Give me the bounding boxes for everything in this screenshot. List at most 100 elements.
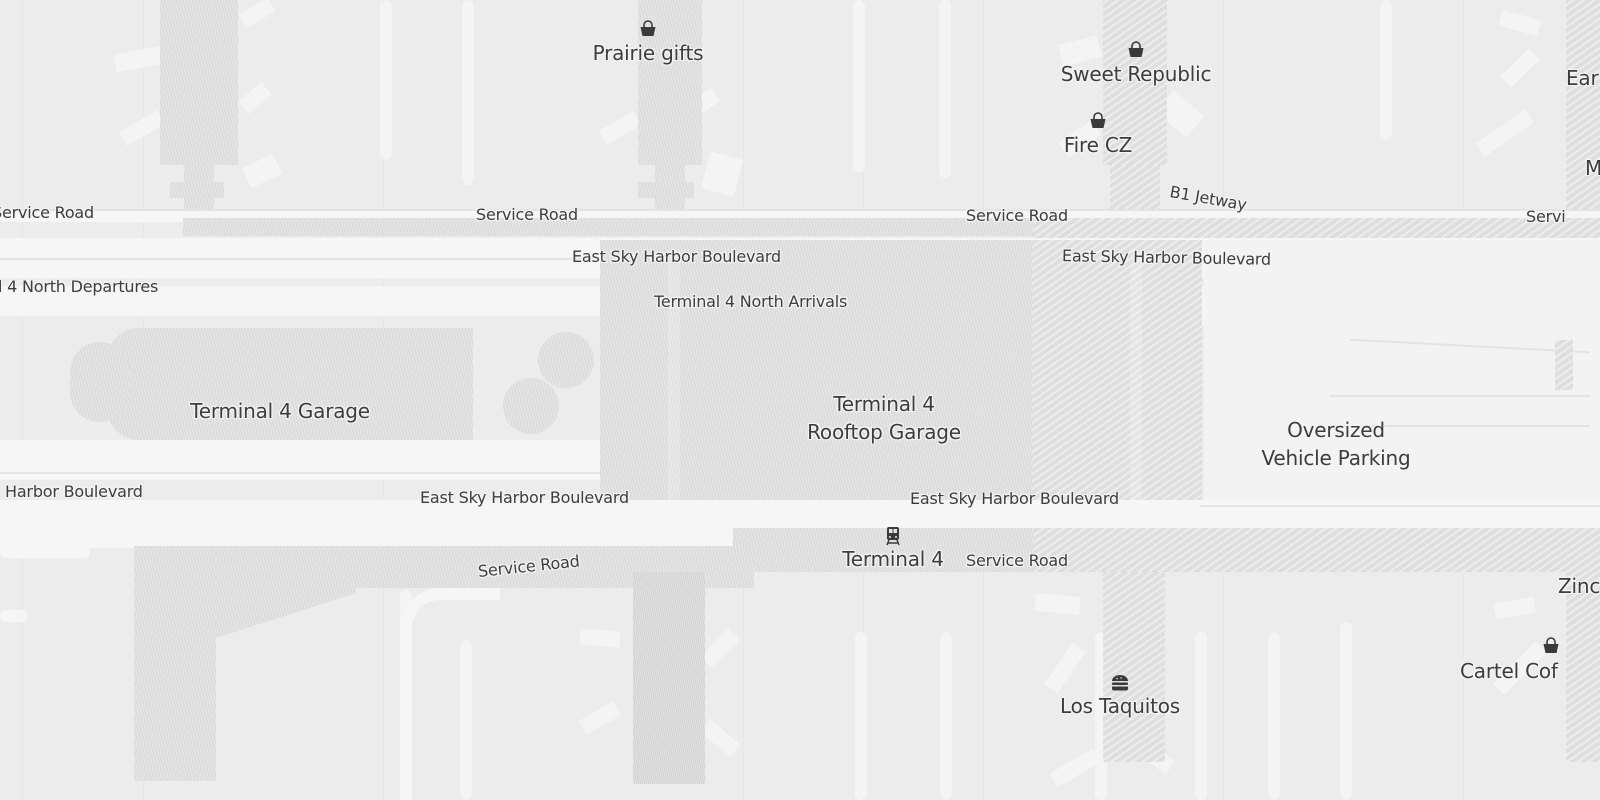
shopping-basket-icon bbox=[1543, 637, 1559, 653]
road-label-east-sky-harbor-boulevard: East Sky Harbor Boulevard bbox=[1061, 246, 1272, 269]
jetway-marker bbox=[578, 701, 622, 735]
booth bbox=[1555, 340, 1573, 390]
poi-terminal-4-station[interactable]: Terminal 4 bbox=[823, 526, 963, 571]
road-stub bbox=[0, 610, 28, 622]
station-platform bbox=[733, 528, 1033, 572]
parking-lane bbox=[940, 632, 952, 800]
road-label-east-sky-harbor-boulevard: East Sky Harbor Boulevard bbox=[572, 247, 781, 266]
road-lane-line bbox=[0, 472, 600, 474]
concourse-connector bbox=[638, 182, 694, 198]
grid-line bbox=[22, 0, 23, 800]
arrivals-road-west[interactable] bbox=[0, 440, 600, 480]
road-label-terminal-4-north-departures: l 4 North Departures bbox=[0, 277, 159, 296]
terminal-4-building-east[interactable] bbox=[1032, 240, 1202, 525]
service-road-south-curve[interactable] bbox=[400, 588, 500, 800]
jetway-marker bbox=[1493, 596, 1537, 620]
jetway-marker bbox=[1498, 10, 1542, 36]
jetway-marker bbox=[1475, 109, 1535, 157]
jetway-marker bbox=[699, 719, 741, 757]
terminal-4-rooftop-garage-building[interactable] bbox=[600, 240, 1032, 525]
shopping-basket-icon bbox=[640, 20, 656, 36]
poi-sweet-republic[interactable]: Sweet Republic bbox=[1052, 41, 1220, 86]
garage-ramp bbox=[70, 342, 130, 422]
garage-column bbox=[668, 250, 680, 520]
road-label-terminal-4-north-arrivals: Terminal 4 North Arrivals bbox=[654, 292, 848, 311]
jetway-marker bbox=[1049, 748, 1101, 788]
jetway-marker bbox=[113, 45, 167, 73]
area-label-line: Vehicle Parking bbox=[1261, 446, 1411, 470]
area-label-terminal-4-garage: Terminal 4 Garage bbox=[180, 397, 380, 425]
parking-lane bbox=[462, 0, 474, 185]
poi-label-partial: Zinc bbox=[1558, 574, 1600, 598]
parking-lane bbox=[1268, 632, 1280, 800]
road-label-east-sky-harbor-boulevard: East Sky Harbor Boulevard bbox=[910, 489, 1119, 508]
parking-lane bbox=[380, 0, 392, 160]
departures-road[interactable] bbox=[0, 286, 600, 316]
oversized-vehicle-parking-lot[interactable] bbox=[1204, 240, 1600, 520]
burger-icon bbox=[1112, 675, 1128, 691]
poi-label-partial: M bbox=[1585, 156, 1600, 180]
road-edge bbox=[0, 209, 1600, 211]
jetway-marker bbox=[579, 628, 621, 648]
concourse-building bbox=[1566, 0, 1600, 210]
area-label-line: Terminal 4 Garage bbox=[190, 399, 370, 423]
jetway-marker bbox=[241, 153, 283, 189]
road-lane-line bbox=[1200, 505, 1600, 507]
concourse-building-south bbox=[633, 572, 705, 784]
ramp-circle bbox=[538, 332, 594, 388]
jetway-marker bbox=[238, 82, 272, 114]
jetway-marker bbox=[238, 0, 276, 29]
road-label-service-road: Service Road bbox=[966, 206, 1068, 225]
poi-label: Los Taquitos bbox=[1060, 694, 1180, 718]
parking-lane bbox=[1340, 622, 1352, 800]
terminal-4-garage-building[interactable] bbox=[108, 328, 473, 440]
concourse-building-south bbox=[1566, 572, 1600, 762]
area-label-line: Rooftop Garage bbox=[807, 420, 961, 444]
road-label-service-road: Service Road bbox=[0, 203, 94, 222]
parking-lane bbox=[1195, 632, 1207, 800]
service-road-hatched bbox=[1033, 528, 1600, 572]
poi-prairie-gifts[interactable]: Prairie gifts bbox=[568, 20, 728, 65]
concourse-connector bbox=[170, 182, 224, 198]
road-label-harbor-boulevard: Harbor Boulevard bbox=[5, 482, 143, 501]
concourse-building bbox=[160, 0, 238, 165]
concourse-building bbox=[1103, 0, 1167, 165]
poi-cartel-coffee[interactable]: Cartel Cof bbox=[1456, 637, 1600, 683]
concourse-building-south bbox=[1103, 572, 1165, 762]
area-label-line: Terminal 4 bbox=[833, 392, 935, 416]
road-lane-line bbox=[0, 258, 600, 260]
concourse-connector bbox=[1110, 165, 1160, 215]
jetway-marker bbox=[1034, 593, 1081, 615]
shopping-basket-icon bbox=[1128, 41, 1144, 57]
poi-fire-cz[interactable]: Fire CZ bbox=[1038, 112, 1158, 157]
poi-label: Terminal 4 bbox=[842, 547, 944, 571]
poi-los-taquitos[interactable]: Los Taquitos bbox=[1030, 674, 1210, 718]
jetway-marker bbox=[1500, 48, 1540, 88]
terminal-walkway bbox=[1033, 218, 1600, 238]
area-label-terminal-4-rooftop-garage: Terminal 4 Rooftop Garage bbox=[784, 390, 984, 446]
road-label-service-road: Service Road bbox=[966, 551, 1068, 570]
poi-label: Fire CZ bbox=[1063, 133, 1133, 157]
area-label-oversized-vehicle-parking: Oversized Vehicle Parking bbox=[1236, 416, 1436, 472]
jetway-marker bbox=[700, 151, 744, 197]
terminal-walkway bbox=[183, 218, 1033, 236]
area-label-line: Oversized bbox=[1287, 418, 1385, 442]
poi-label-partial: Ear bbox=[1566, 66, 1599, 90]
jetway-marker bbox=[700, 628, 740, 668]
jetway-marker bbox=[598, 111, 642, 145]
south-garage-building bbox=[134, 546, 216, 781]
poi-label: Cartel Cof bbox=[1460, 659, 1558, 683]
parking-aisle-line bbox=[1330, 425, 1590, 427]
parking-lane bbox=[1380, 0, 1392, 140]
road-stub bbox=[0, 546, 90, 558]
train-icon bbox=[886, 527, 900, 546]
road-label-east-sky-harbor-boulevard: East Sky Harbor Boulevard bbox=[420, 488, 629, 507]
jetway-marker bbox=[118, 110, 166, 146]
parking-lane bbox=[855, 632, 867, 800]
poi-label: Prairie gifts bbox=[592, 41, 704, 65]
shopping-basket-icon bbox=[1090, 112, 1106, 128]
ramp-circle bbox=[503, 378, 559, 434]
road-label-service-road: Service Road bbox=[476, 205, 578, 224]
parking-lane bbox=[853, 0, 865, 172]
